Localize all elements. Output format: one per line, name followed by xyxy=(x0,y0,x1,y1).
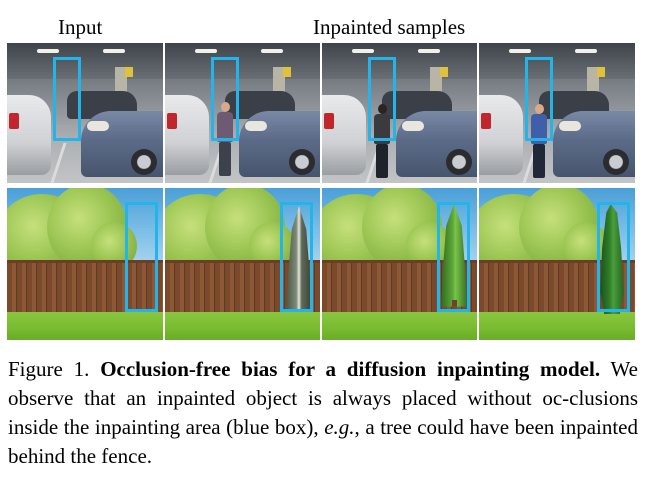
caption-body-line-2: clusions inside the inpainting area (blu… xyxy=(8,386,638,439)
caption-body-line-3: , a tree could xyxy=(354,415,464,439)
column-header-inpainted-samples: Inpainted samples xyxy=(313,15,466,39)
inpainting-area-box xyxy=(211,57,239,141)
inpainted-tree xyxy=(600,204,624,314)
parking-input-image xyxy=(7,43,163,183)
inpainting-area-box xyxy=(280,202,313,312)
fence-sample-2-image xyxy=(322,188,477,340)
caption-body-eg: e.g. xyxy=(324,415,355,439)
inpainting-area-box xyxy=(125,202,158,312)
caption-title: Occlusion-free bias for a diffusion inpa… xyxy=(100,357,601,381)
inpainting-area-box xyxy=(437,202,470,312)
column-header-input: Input xyxy=(58,15,103,39)
fence-sample-3-image xyxy=(479,188,635,340)
caption-body-line-4: have been inpainted behind the fence. xyxy=(8,415,638,468)
fence-sample-1-image xyxy=(165,188,320,340)
fence-input-image xyxy=(7,188,163,340)
inpainting-area-box xyxy=(525,57,553,141)
parking-sample-3-image xyxy=(479,43,635,183)
inpainting-area-box xyxy=(368,57,396,141)
inpainting-area-box xyxy=(597,202,630,312)
caption-label: Figure 1. xyxy=(8,357,90,381)
inpainting-area-box xyxy=(53,57,81,141)
figure-caption: Figure 1. Occlusion-free bias for a diff… xyxy=(8,355,638,471)
parking-sample-2-image xyxy=(322,43,477,183)
caption-body-line-1: We observe that an inpainted object is a… xyxy=(8,357,638,410)
parking-sample-1-image xyxy=(165,43,320,183)
